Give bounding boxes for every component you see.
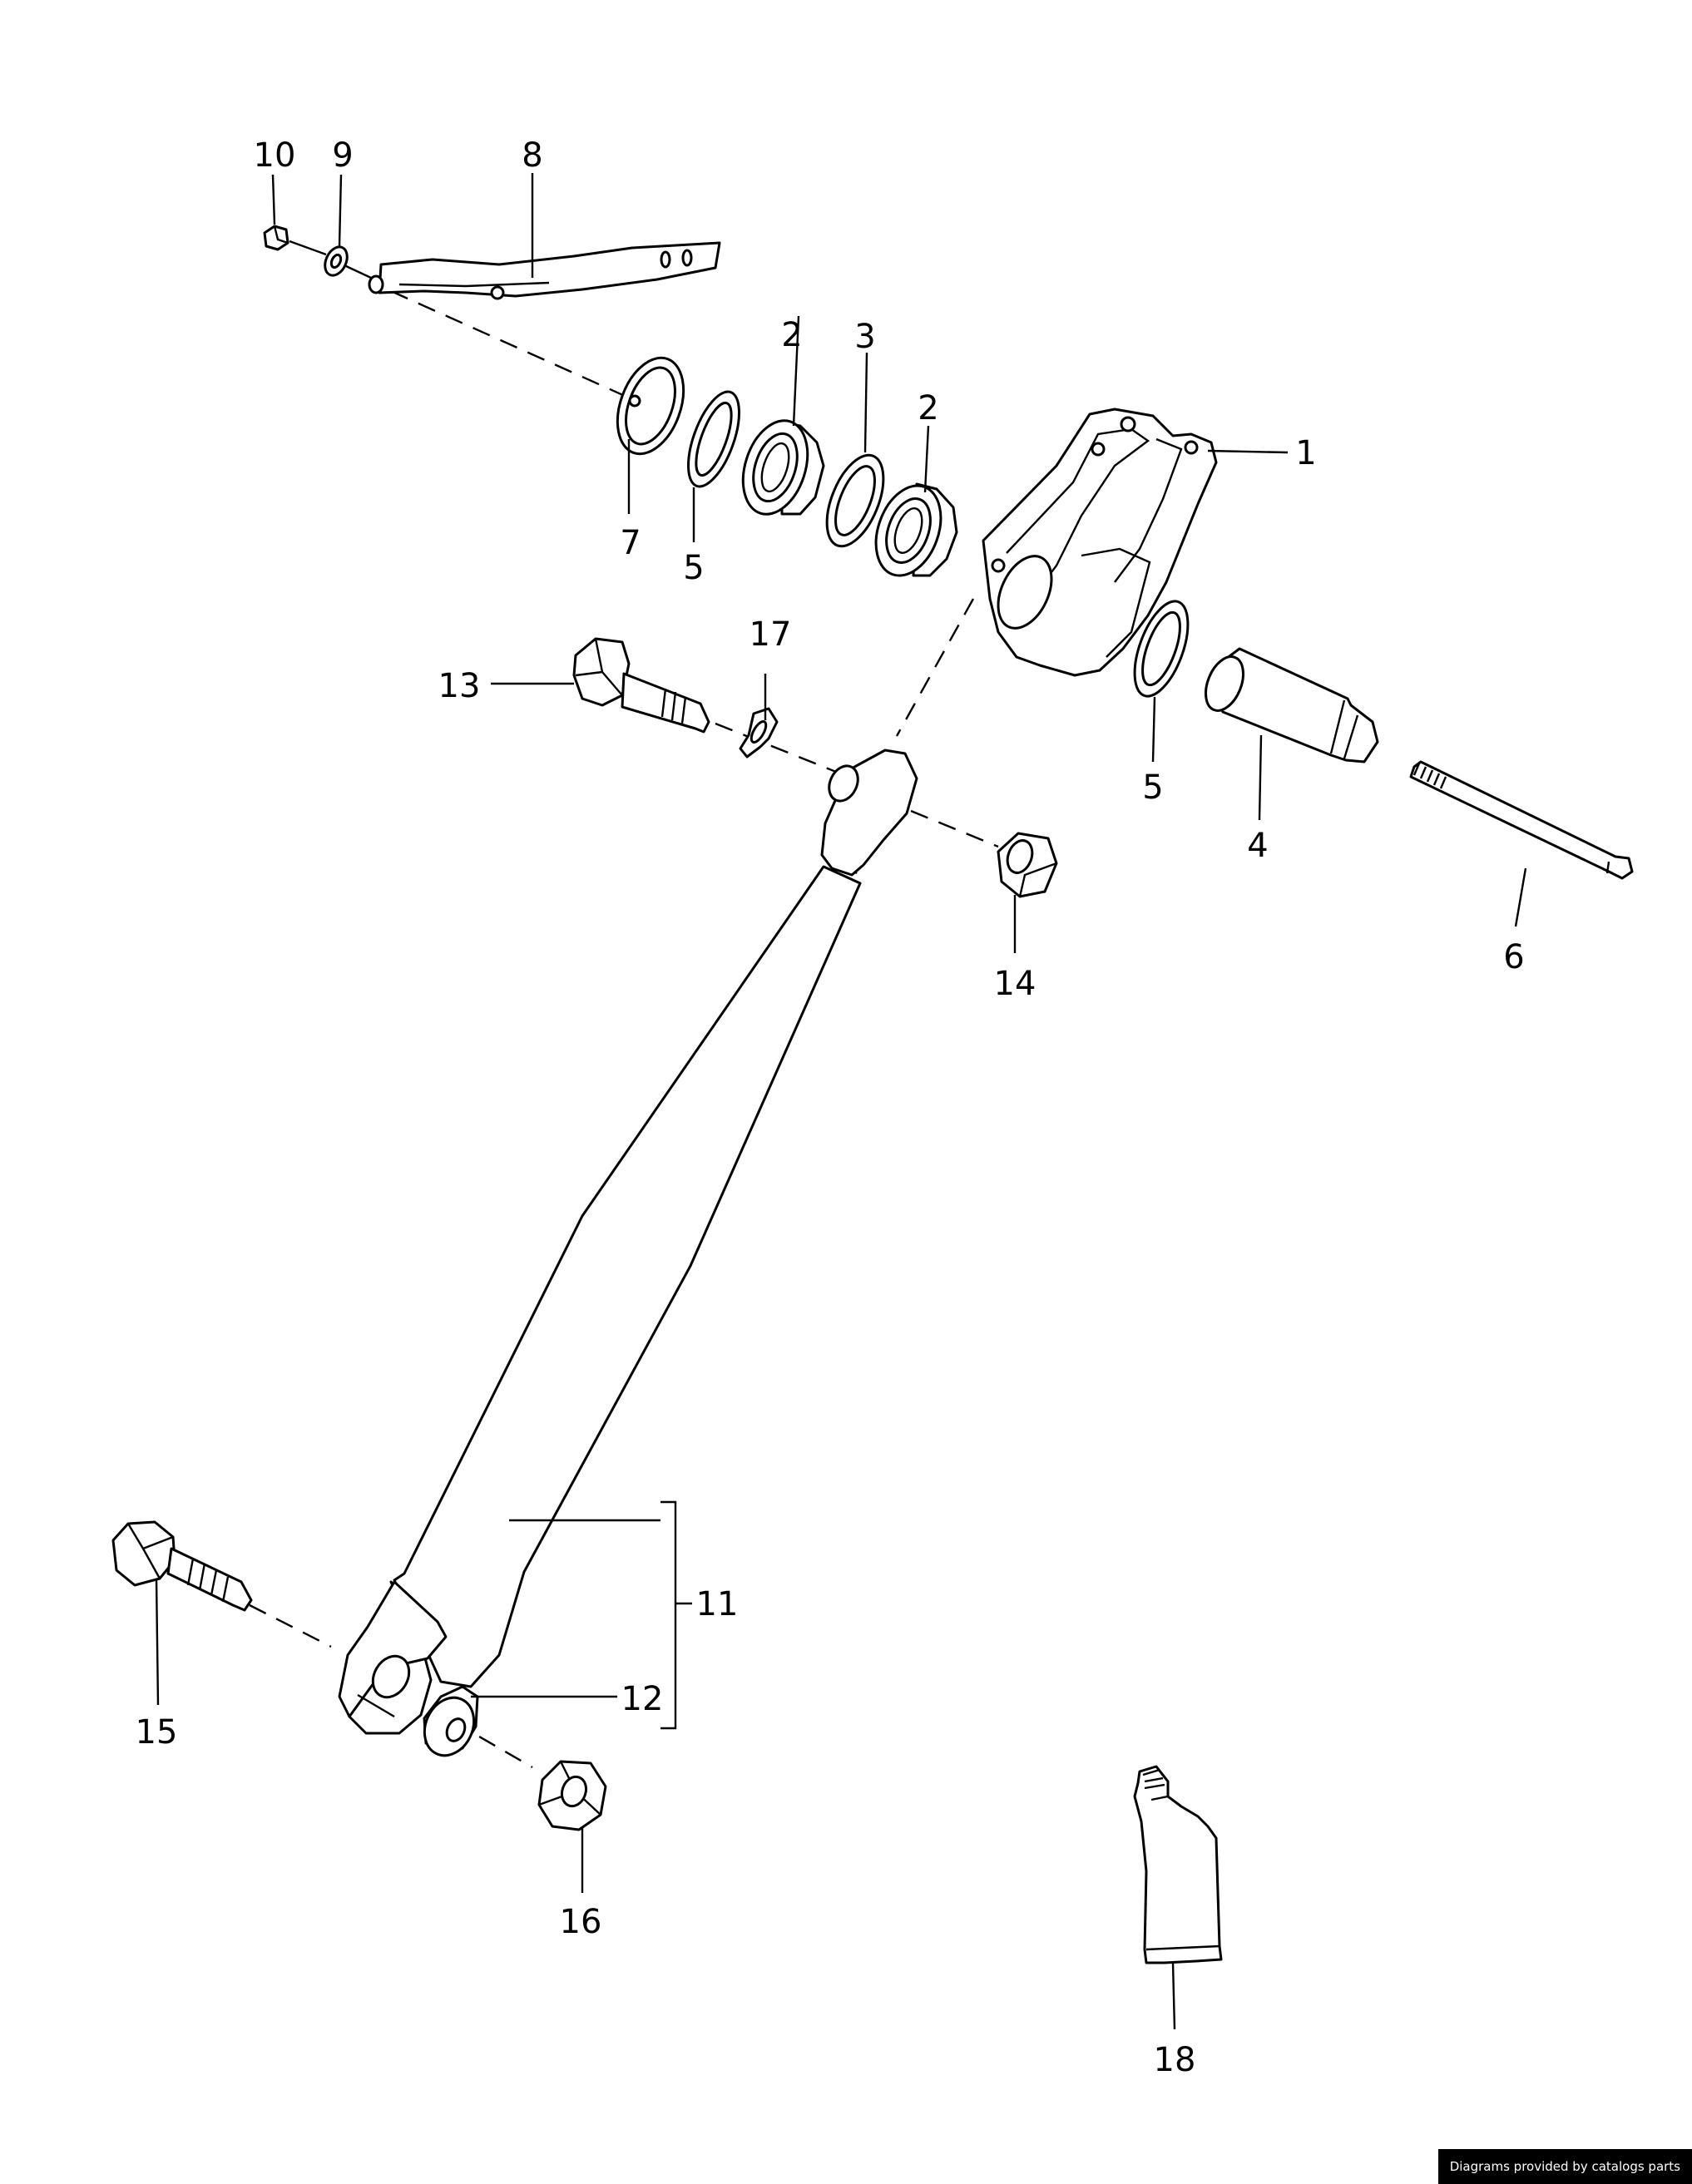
- callout-8: 8: [522, 136, 542, 175]
- callout-15: 15: [136, 1713, 178, 1752]
- part-9-washer[interactable]: [321, 244, 352, 279]
- part-13-bolt[interactable]: [572, 637, 710, 734]
- assembly-axes: [249, 289, 999, 1769]
- callout-9: 9: [332, 136, 353, 175]
- part-1-rocker-arm[interactable]: [982, 408, 1218, 677]
- callout-6: 6: [1503, 938, 1524, 976]
- callout-11: 11: [696, 1585, 739, 1623]
- part-4-sleeve[interactable]: [1199, 647, 1379, 763]
- part-5-washer-upper[interactable]: [678, 385, 750, 492]
- callout-4: 4: [1247, 827, 1268, 865]
- callout-2-right: 2: [918, 389, 938, 427]
- part-15-bolt[interactable]: [111, 1520, 253, 1612]
- part-6-long-bolt[interactable]: [1409, 760, 1634, 880]
- part-8-bracket[interactable]: [368, 241, 721, 300]
- part-3-spacer-ring[interactable]: [815, 447, 894, 555]
- part-2-bearing-left[interactable]: [732, 413, 825, 523]
- callout-10: 10: [254, 136, 296, 175]
- part-7-snap-ring[interactable]: [606, 348, 696, 462]
- callout-7: 7: [620, 524, 641, 562]
- part-18-grease-tube[interactable]: [1133, 1765, 1223, 1964]
- part-14-nut[interactable]: [997, 832, 1058, 898]
- callout-labels: 10 9 8 2 3 2 1 7 5 17 13 5 4 6 14 11 12 …: [136, 136, 1525, 2079]
- part-11-strut[interactable]: [338, 749, 918, 1735]
- callout-3: 3: [854, 318, 875, 356]
- part-10-nut[interactable]: [263, 225, 372, 279]
- callout-17: 17: [750, 615, 792, 654]
- credit-badge: Diagrams provided by catalogs parts: [1437, 2149, 1692, 2184]
- callout-14: 14: [994, 965, 1036, 1003]
- callout-5-lower: 5: [1142, 768, 1163, 807]
- callout-16: 16: [560, 1903, 602, 1941]
- part-16-nut[interactable]: [537, 1760, 607, 1831]
- part-5-washer-lower[interactable]: [1124, 595, 1199, 704]
- callout-12: 12: [621, 1680, 664, 1718]
- callout-13: 13: [438, 667, 481, 705]
- callout-1: 1: [1295, 434, 1316, 472]
- callout-18: 18: [1154, 2041, 1196, 2079]
- callout-2-left: 2: [781, 316, 802, 354]
- leader-lines: [155, 173, 1527, 2030]
- part-17-washer[interactable]: [739, 707, 779, 758]
- part-12-bushing[interactable]: [415, 1685, 482, 1763]
- callout-5-upper: 5: [683, 549, 704, 587]
